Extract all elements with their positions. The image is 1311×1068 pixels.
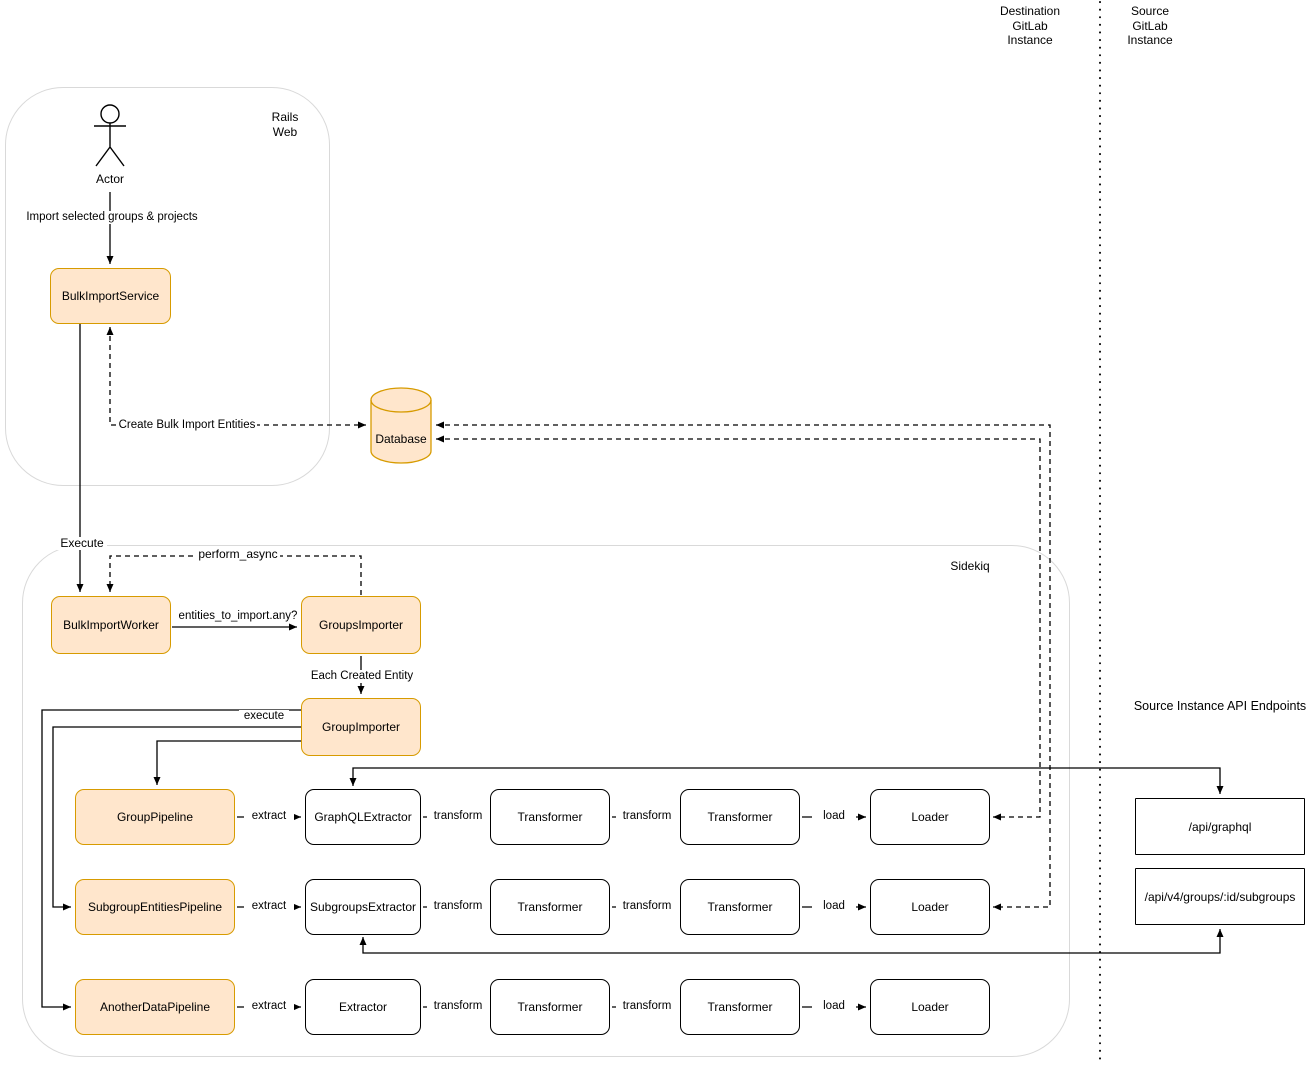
edge-label-create-entities: Create Bulk Import Entities [117, 419, 257, 432]
edge-label-execute: Execute [57, 537, 107, 550]
node-transformer-3a: Transformer [490, 979, 610, 1035]
edge-label-perform-async: perform_async [196, 548, 280, 561]
source-instance-label: Source GitLab Instance [1127, 4, 1173, 47]
edge-label-transform-3b: transform [616, 1000, 678, 1013]
node-transformer-2a: Transformer [490, 879, 610, 935]
edge-label-transform-1a: transform [427, 810, 489, 823]
node-transformer-1a: Transformer [490, 789, 610, 845]
api-endpoints-title: Source Instance API Endpoints [1133, 699, 1307, 713]
edge-label-import-selected: Import selected groups & projects [24, 211, 200, 224]
edge-subgroups-api [359, 929, 1224, 954]
node-transformer-2b: Transformer [680, 879, 800, 935]
edge-label-transform-1b: transform [616, 810, 678, 823]
node-group-importer: GroupImporter [301, 698, 421, 756]
rails-web-label: Rails Web [271, 110, 299, 139]
edge-label-extract-1: extract [244, 810, 294, 823]
node-loader-2: Loader [870, 879, 990, 935]
edge-importer-to-anotherpipeline [41, 709, 301, 1011]
database-icon [370, 387, 432, 464]
node-bulk-import-worker: BulkImportWorker [51, 596, 171, 654]
node-transformer-1b: Transformer [680, 789, 800, 845]
edge-db-loader1 [436, 435, 1041, 821]
edge-label-load-3: load [812, 1000, 856, 1013]
rails-web-container [5, 87, 330, 486]
node-extractor: Extractor [305, 979, 421, 1035]
destination-instance-label: Destination GitLab Instance [999, 4, 1061, 47]
edge-label-extract-2: extract [244, 900, 294, 913]
node-loader-3: Loader [870, 979, 990, 1035]
node-another-data-pipeline: AnotherDataPipeline [75, 979, 235, 1035]
edge-label-load-1: load [812, 810, 856, 823]
node-graphql-extractor: GraphQLExtractor [305, 789, 421, 845]
edge-label-extract-3: extract [244, 1000, 294, 1013]
edge-db-loader2 [436, 421, 1051, 911]
actor-icon [94, 104, 126, 167]
sidekiq-label: Sidekiq [950, 559, 990, 573]
database-label: Database [375, 432, 427, 446]
edge-create-entities [106, 327, 366, 429]
edge-importer-to-subgrouppipeline [52, 726, 301, 911]
node-group-pipeline: GroupPipeline [75, 789, 235, 845]
edge-label-execute-lower: execute [239, 710, 289, 723]
node-loader-1: Loader [870, 789, 990, 845]
edge-perform-async [106, 555, 362, 595]
node-subgroup-entities-pipeline: SubgroupEntitiesPipeline [75, 879, 235, 935]
node-transformer-3b: Transformer [680, 979, 800, 1035]
actor-label: Actor [95, 172, 124, 186]
edge-label-entities-any: entities_to_import.any? [176, 610, 300, 623]
node-api-graphql: /api/graphql [1135, 798, 1305, 855]
edge-label-transform-3a: transform [427, 1000, 489, 1013]
node-subgroups-extractor: SubgroupsExtractor [305, 879, 421, 935]
node-bulk-import-service: BulkImportService [50, 268, 171, 324]
edge-label-each-created-entity: Each Created Entity [306, 670, 418, 683]
node-api-subgroups: /api/v4/groups/:id/subgroups [1135, 868, 1305, 925]
edge-label-load-2: load [812, 900, 856, 913]
node-groups-importer: GroupsImporter [301, 596, 421, 654]
edge-importer-to-grouppipeline [153, 740, 301, 785]
edge-label-transform-2a: transform [427, 900, 489, 913]
edge-label-transform-2b: transform [616, 900, 678, 913]
